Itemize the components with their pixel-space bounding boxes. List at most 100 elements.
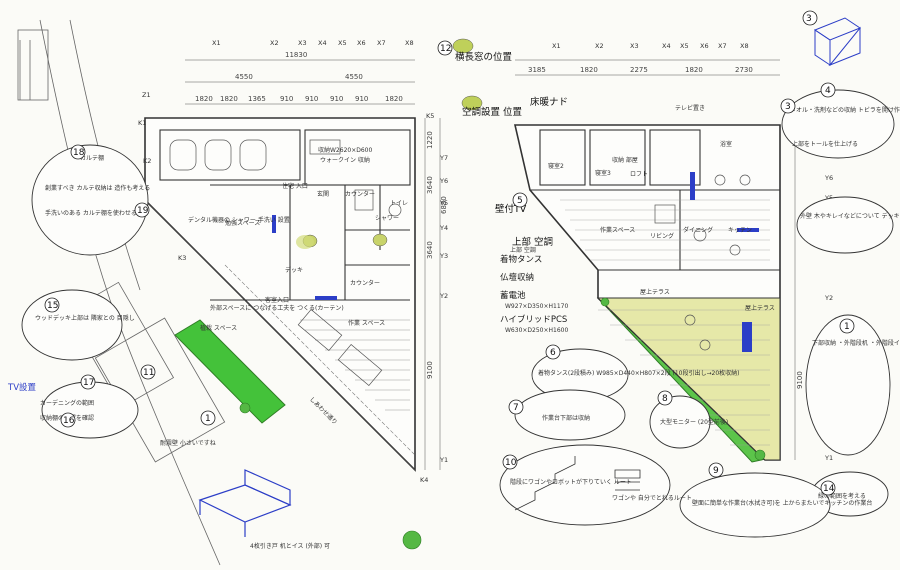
note-14: 緑の範囲を考える	[818, 492, 866, 500]
room-label: 勉強スペース	[225, 219, 260, 227]
dim-right: 6880	[440, 196, 448, 214]
room-label: ロフト	[630, 171, 648, 178]
grid-label: Y3	[439, 252, 448, 260]
dim-seg: 2730	[735, 66, 753, 74]
grid-label: X5	[338, 39, 347, 47]
badge-19: 19	[137, 206, 149, 216]
note-right-side: 外壁 木やキレイなどについて デッキの上に屋根は設けることも可 テラス素材とぺと…	[800, 212, 900, 220]
grid-label: Y5	[824, 194, 833, 202]
dim-seg: 910	[330, 95, 343, 103]
grid-label: Y2	[439, 292, 448, 300]
dim-half-left: 4550	[235, 73, 253, 81]
note-wall: 耐震壁 小さいですね	[160, 439, 216, 447]
grid-label: Z1	[142, 91, 151, 99]
grid-label: X5	[680, 42, 689, 50]
room-label: デッキ	[285, 266, 303, 274]
room-label: シャワー	[375, 215, 399, 222]
grid-label: K4	[420, 476, 428, 484]
badge-5: 5	[517, 196, 523, 206]
room-label: 寝室2	[548, 162, 564, 170]
note-10: 階段にワゴンやロボットが下りていく ルート	[510, 478, 632, 486]
callout-texts: タオル・洗剤などの収納 トビラを開け作業台 上部をトールを仕上げる 外壁 木やキ…	[7, 106, 900, 550]
dim-seg: 910	[355, 95, 368, 103]
grid-label: Y1	[439, 456, 448, 464]
dim-right: 1220	[426, 131, 434, 149]
room-label: 客室入口	[265, 296, 289, 304]
badge-1b: 1	[205, 414, 211, 424]
note-power: 蓄電池	[500, 290, 526, 301]
room-label: ダイニング	[683, 226, 713, 234]
badge-6: 6	[550, 348, 556, 358]
room-label: 作業スペース	[600, 226, 635, 234]
grid-label: Y6	[824, 174, 833, 182]
note-2: 4枚引き戸 机とイス (外部) 可	[250, 542, 330, 550]
grid-label: K3	[178, 254, 186, 262]
dim-right: 3640	[426, 176, 434, 194]
badge-14: 14	[823, 484, 835, 494]
badge-15: 15	[47, 301, 58, 311]
plant-accents	[239, 297, 766, 550]
note-16: ガーデニングの範囲	[40, 399, 94, 407]
note-cabinet2: 仏壇収納	[500, 272, 534, 283]
grid-label: X4	[318, 39, 327, 47]
room-label: 収納W2620×D600	[318, 146, 372, 154]
dim-seg: 1365	[248, 95, 266, 103]
badge-3b: 3	[785, 102, 791, 112]
grid-label: X1	[552, 42, 561, 50]
equipment-notes: 着物タンス 仏壇収納 蓄電池 W927×D350×H1170 ハイブリッドPCS…	[455, 51, 705, 334]
dim-total-left: 11830	[285, 51, 307, 59]
badge-9: 9	[713, 466, 719, 476]
badges	[44, 10, 855, 496]
grid-label: Y1	[824, 454, 833, 462]
grid-label: Y7	[439, 154, 448, 162]
note-8: 大型モニター (20型前後)	[660, 418, 728, 426]
stairs-sketch	[514, 456, 641, 511]
note-12: 横長窓の位置	[455, 51, 512, 63]
room-label: 住宅 入口	[282, 182, 308, 190]
dim-seg: 910	[305, 95, 318, 103]
grid-label: X1	[212, 39, 221, 47]
left-floor-plan	[144, 38, 483, 472]
badge-11: 11	[143, 368, 154, 378]
right-floor-plan	[513, 59, 796, 461]
grid-label: X8	[740, 42, 749, 50]
badge-3: 3	[806, 14, 812, 24]
room-label: 植栽 スペース	[200, 324, 237, 332]
badge-labels: 3 4 5 6 7 8 9 10 1 14 12 18 19 17 16 1 1…	[47, 14, 850, 494]
note-cabinet: 着物タンス	[500, 254, 542, 265]
note-6: 着物タンス(2段積み) W985×D440×H807×2段 (10段引出し→20…	[538, 369, 740, 377]
grid-label: X3	[298, 39, 307, 47]
badge-1: 1	[844, 322, 850, 332]
dim-seg: 910	[280, 95, 293, 103]
cloud-callouts	[21, 89, 895, 538]
room-label: 収納 部屋	[612, 156, 638, 164]
grid-label: Y6	[439, 177, 448, 185]
dim-half-right: 4550	[345, 73, 363, 81]
note-1: 下部収納 ・外階段机 ・外階段イス ・バーベキューセット ・パラソル etc. …	[812, 339, 900, 347]
note-19b: 手洗いのある カルテ棚を使わせる	[45, 209, 137, 217]
grid-label: X6	[700, 42, 709, 50]
note-17: TV設置	[7, 382, 37, 393]
grid-label: K1	[138, 119, 146, 127]
note-20: デンタル機器の シャワー 手洗い 設置	[188, 216, 290, 224]
badge-7: 7	[513, 403, 519, 413]
note-tv: テレビ置き	[675, 104, 705, 112]
room-label: 玄関	[317, 190, 329, 198]
badge-4: 4	[825, 86, 831, 96]
room-label: 屋上テラス	[745, 304, 775, 312]
room-label: ウォークイン 収納	[320, 156, 370, 164]
right-room-labels: 寝室2 寝室3 収納 部屋 ロフト 浴室 作業スペース リビング ダイニング キ…	[548, 140, 775, 312]
room-label: トイレ	[390, 200, 408, 207]
room-label: 浴室	[720, 140, 732, 148]
dim-seg: 1820	[685, 66, 703, 74]
note-upper: 上部 空調	[512, 236, 553, 248]
grid-label: K2	[143, 157, 151, 165]
grid-label: X4	[662, 42, 671, 50]
room-label: 寝室3	[595, 169, 611, 177]
grid-label: K5	[426, 112, 434, 120]
note-11: 外部スペースに つなげる工夫を つくる(カーテン)	[210, 304, 344, 312]
dim-right: 9100	[426, 361, 434, 379]
grid-label: Y4	[439, 224, 448, 232]
grid-label: Y2	[824, 294, 833, 302]
